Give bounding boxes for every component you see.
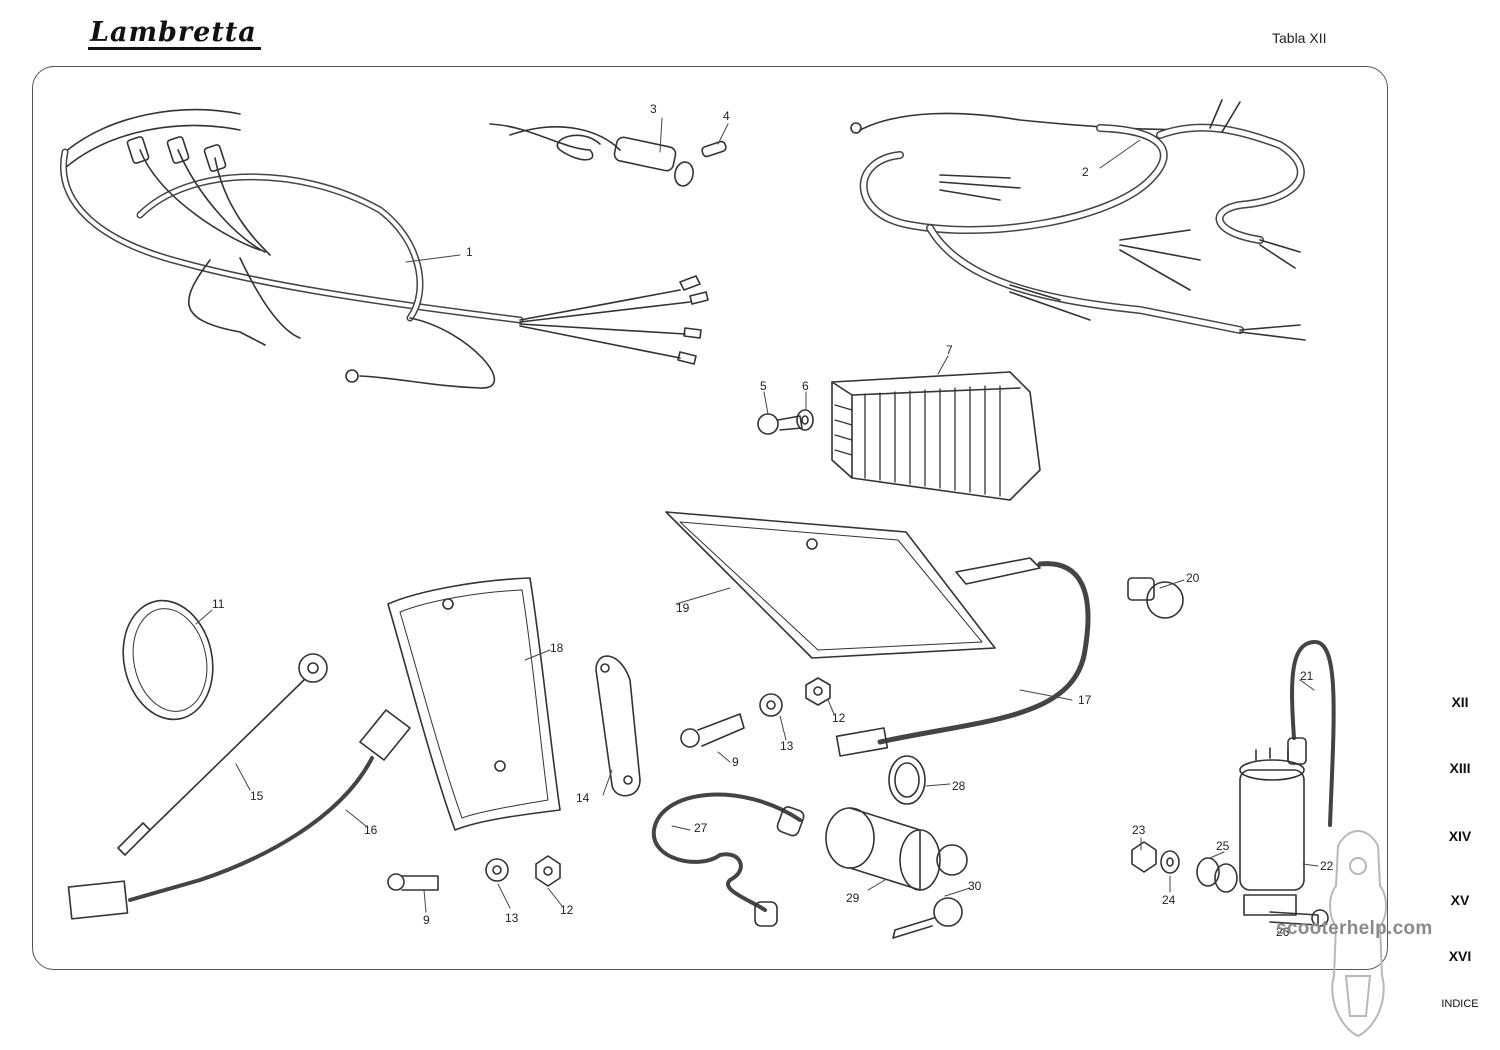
label-part-28: 28: [952, 779, 966, 793]
label-part-7: 7: [946, 343, 953, 357]
label-part-4: 4: [723, 109, 730, 123]
part-connector-lead: [67, 709, 411, 920]
label-part-3: 3: [650, 102, 657, 116]
part-ring: [888, 755, 926, 805]
part-screw-lower: [387, 873, 439, 891]
nav-link-xvi[interactable]: XVI: [1448, 948, 1472, 964]
label-part-18: 18: [550, 641, 564, 655]
part-nut-upper: [805, 677, 831, 706]
part-gasket: [595, 655, 641, 797]
watermark-text: scooterhelp.com: [1276, 918, 1433, 939]
label-part-13-upper: 13: [780, 739, 794, 753]
part-reflector-large: [665, 511, 996, 659]
brand-logo: Lambretta: [88, 19, 261, 50]
label-part-25: 25: [1216, 839, 1230, 853]
nav-link-xv[interactable]: XV: [1450, 892, 1470, 908]
part-screw-regulator: [757, 413, 803, 435]
label-part-30: 30: [968, 879, 982, 893]
part-star-washer-lower: [485, 858, 509, 882]
part-keys: [892, 844, 968, 939]
nav-link-xii[interactable]: XII: [1451, 694, 1469, 710]
part-wiring-harness-secondary: [850, 99, 1306, 341]
label-part-19: 19: [676, 601, 690, 615]
label-part-23: 23: [1132, 823, 1146, 837]
part-grommets-coil: [1196, 857, 1238, 893]
part-ignition-coil: [1239, 747, 1305, 916]
label-part-17: 17: [1078, 693, 1092, 707]
label-part-2: 2: [1082, 165, 1089, 179]
label-part-20: 20: [1186, 571, 1200, 585]
leader-lines: [195, 117, 1319, 913]
part-screw-upper: [680, 713, 745, 748]
part-lamp-holder: [489, 123, 694, 187]
label-part-16: 16: [364, 823, 378, 837]
label-part-24: 24: [1162, 893, 1176, 907]
part-washer-coil: [1160, 850, 1180, 874]
label-part-9-lower: 9: [423, 913, 430, 927]
part-earth-lead: [117, 653, 328, 856]
part-bulb-small: [701, 140, 727, 158]
part-washer-regulator: [796, 409, 814, 431]
part-reflector-curved: [387, 577, 561, 831]
label-part-22: 22: [1320, 859, 1334, 873]
label-part-12-lower: 12: [560, 903, 574, 917]
label-part-21: 21: [1300, 669, 1314, 683]
label-part-15: 15: [250, 789, 264, 803]
label-part-1: 1: [466, 245, 473, 259]
label-part-29: 29: [846, 891, 860, 905]
label-part-13-lower: 13: [505, 911, 519, 925]
nav-link-xiv[interactable]: XIV: [1448, 828, 1472, 844]
part-voltage-regulator: [831, 371, 1041, 501]
part-reflector-round: [122, 599, 214, 721]
label-part-27: 27: [694, 821, 708, 835]
label-part-12-upper: 12: [832, 711, 846, 725]
nav-link-indice[interactable]: INDICE: [1441, 998, 1479, 1010]
label-part-9-upper: 9: [732, 755, 739, 769]
part-number-labels: 1 2 3 4 5 6 7 9 9 11 12 12 13 13 14 15 1…: [212, 102, 1334, 939]
part-wiring-harness-main: [60, 108, 709, 389]
part-star-washer-upper: [759, 693, 783, 717]
diagram-frame: [32, 66, 1388, 970]
label-part-14: 14: [576, 791, 590, 805]
label-part-5: 5: [760, 379, 767, 393]
label-part-6: 6: [802, 379, 809, 393]
part-bulb: [1127, 577, 1184, 619]
scooter-watermark-icon: [1329, 830, 1387, 1038]
label-part-11: 11: [212, 597, 225, 611]
part-cable-connector: [835, 557, 1091, 757]
part-cable-short: [651, 792, 805, 927]
label-part-26: 26: [1276, 925, 1290, 939]
table-title: Tabla XII: [1272, 30, 1327, 46]
part-nut-coil: [1131, 841, 1157, 873]
nav-link-xiii[interactable]: XIII: [1449, 760, 1471, 776]
part-screw-coil: [1269, 909, 1329, 927]
part-ignition-switch: [825, 807, 941, 891]
part-nut-lower: [535, 855, 561, 887]
